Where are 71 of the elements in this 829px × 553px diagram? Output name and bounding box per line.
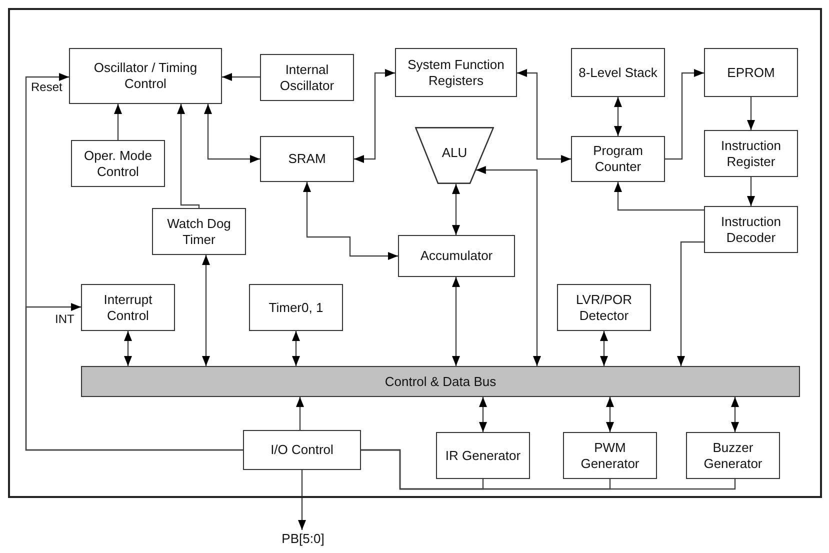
block-label: Oscillator / Timing Control <box>92 60 198 92</box>
block-box <box>260 54 354 101</box>
block-box <box>243 430 361 470</box>
arrow <box>25 303 243 451</box>
block-label: Watch Dog Timer <box>166 216 232 248</box>
block-box <box>152 208 246 255</box>
block-box <box>557 284 651 331</box>
arrow <box>614 97 622 136</box>
arrow <box>665 69 704 160</box>
block-label: Oper. Mode Control <box>83 148 153 180</box>
block-box <box>398 235 515 277</box>
block-label: Program Counter <box>592 143 644 175</box>
arrow <box>298 470 306 530</box>
chip-frame <box>8 8 822 498</box>
arrow <box>677 241 704 366</box>
arrow <box>600 331 608 366</box>
arrow <box>479 397 487 432</box>
arrow <box>747 177 755 206</box>
block-box <box>436 432 530 479</box>
arrow <box>614 182 704 211</box>
bus-bar <box>81 366 800 397</box>
block-box <box>704 48 798 97</box>
block-label: Accumulator <box>420 248 493 264</box>
arrow <box>292 331 300 366</box>
arrow <box>303 182 398 260</box>
arrow <box>731 397 739 432</box>
block-box <box>704 206 798 253</box>
block-label: Instruction Decoder <box>720 214 782 246</box>
block-box <box>571 136 665 182</box>
arrow <box>296 397 304 430</box>
block-box <box>260 136 354 182</box>
block-label: System Function Registers <box>406 56 506 88</box>
block-label: Control & Data Bus <box>384 374 496 390</box>
block-box <box>395 48 517 97</box>
arrow <box>204 104 260 163</box>
arrow <box>606 397 614 432</box>
arrow <box>452 184 460 235</box>
connector-line <box>361 449 736 490</box>
block-label: LVR/POR Detector <box>574 292 634 324</box>
block-label: EPROM <box>727 64 775 80</box>
arrow <box>222 73 260 81</box>
block-box <box>71 140 165 187</box>
block-label: Buzzer Generator <box>702 440 764 472</box>
block-box <box>563 432 657 479</box>
block-label: I/O Control <box>270 442 334 458</box>
arrow <box>354 69 395 163</box>
block-box <box>69 48 222 104</box>
arrow <box>476 166 541 366</box>
block-label: Interrupt Control <box>102 292 154 324</box>
arrow <box>452 277 460 366</box>
block-box <box>571 48 665 97</box>
block-label: Timer0, 1 <box>268 300 324 316</box>
block-label: SRAM <box>288 151 326 167</box>
edge-label: Reset <box>30 81 64 94</box>
arrow <box>177 104 200 208</box>
arrow <box>747 97 755 130</box>
arrow <box>517 69 571 163</box>
block-label: ALU <box>442 145 468 161</box>
block-box <box>81 284 175 331</box>
pin-label: PB[5:0] <box>282 531 324 547</box>
block-box <box>249 284 343 331</box>
block-label: 8-Level Stack <box>578 64 658 80</box>
block-box <box>686 432 780 479</box>
block-label: PWM Generator <box>580 440 640 472</box>
block-label: Instruction Register <box>720 138 782 170</box>
arrow <box>202 255 210 366</box>
arrow <box>124 331 132 366</box>
arrow <box>114 104 122 140</box>
block-box <box>704 130 798 177</box>
block-label: IR Generator <box>445 448 521 464</box>
block-label: Internal Oscillator <box>278 62 336 94</box>
